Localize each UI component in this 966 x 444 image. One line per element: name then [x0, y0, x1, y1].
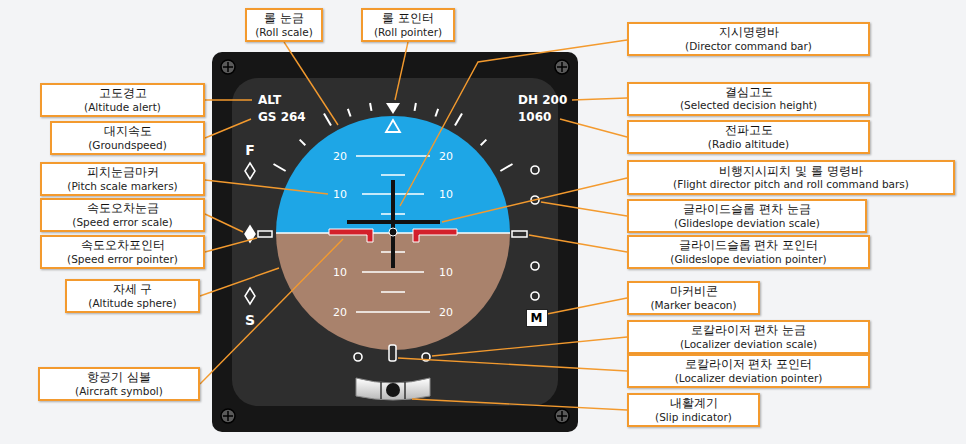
glideslope-deviation-scale: [531, 166, 539, 300]
callout-label-english: (Marker beacon): [650, 299, 736, 311]
callout-box: 대지속도(Groundspeed): [50, 121, 205, 155]
roll-tick: [455, 113, 462, 125]
speed-scale-letter: S: [245, 313, 255, 327]
roll-tick: [348, 109, 351, 117]
callout-label-english: (Speed error scale): [72, 216, 172, 228]
callout-label-english: (Director command bar): [685, 40, 812, 52]
callout-label: 지시명령바: [719, 26, 779, 40]
speed-error-pointer: [258, 231, 272, 237]
speed-scale-letter: F: [245, 143, 255, 157]
roll-tick: [300, 140, 306, 146]
callout-label: 로칼라이저 편차 눈금: [691, 324, 807, 338]
pitch-number: 20: [439, 307, 453, 318]
callout-label: 롤 포인터: [382, 12, 434, 26]
callout-label: 자세 구: [113, 283, 153, 297]
callout-label-english: (Selected decision height): [680, 99, 817, 111]
callout-label: 비행지시피치 및 롤 명령바: [719, 165, 862, 179]
callout-label: 속도오차눈금: [87, 202, 159, 216]
leader-lines: [200, 40, 627, 410]
display-readout: GS 264: [258, 111, 306, 123]
callout-label: 내활계기: [670, 397, 718, 411]
roll-tick: [500, 164, 512, 171]
callout-box: 로칼라이저 편차 포인터(Localizer deviation pointer…: [627, 354, 870, 388]
pitch-number: 10: [439, 189, 453, 200]
callout-label-english: (Radio altitude): [708, 138, 789, 150]
callout-label: 피치눈금마커: [87, 166, 159, 180]
roll-scale: [273, 103, 512, 171]
roll-tick: [370, 103, 371, 111]
callout-label: 롤 눈금: [264, 12, 304, 26]
callout-box: 지시명령바(Director command bar): [627, 22, 870, 56]
callout-label: 속도오차포인터: [81, 239, 165, 253]
display-readout: DH 200: [518, 94, 567, 106]
callout-box: 글라이드슬롭 편차 포인터(Glideslope deviation point…: [627, 235, 870, 269]
callout-label: 고도경고: [99, 87, 147, 101]
bezel-screws: [221, 60, 569, 423]
pitch-number: 20: [333, 151, 347, 162]
callout-label-english: (Altitude alert): [84, 101, 161, 113]
callout-label-english: (Aircraft symbol): [75, 385, 163, 397]
localizer-deviation-pointer: [389, 345, 396, 361]
callout-box: 로칼라이저 편차 눈금(Localizer deviation scale): [627, 320, 870, 354]
callout-box: 전파고도(Radio altitude): [627, 120, 870, 154]
roll-tick: [415, 103, 416, 111]
instrument-bezel: [212, 52, 578, 432]
callout-label: 대지속도: [104, 125, 152, 139]
roll-tick: [324, 113, 331, 125]
roll-tick: [435, 109, 438, 117]
pitch-number: 20: [439, 151, 453, 162]
callout-label-english: (Localizer deviation scale): [680, 338, 817, 350]
callout-label: M: [531, 312, 543, 324]
aircraft-symbol: [329, 228, 457, 242]
callout-label: 마커비콘: [670, 285, 718, 299]
roll-tick: [273, 164, 285, 171]
pitch-number: 20: [333, 307, 347, 318]
callout-label-english: (Roll pointer): [374, 26, 442, 38]
callout-label-english: (Slip indicator): [655, 411, 732, 423]
callout-label: 글라이드슬롭 편차 포인터: [679, 239, 819, 253]
callout-label-english: (Pitch scale markers): [67, 180, 177, 192]
callout-box: 비행지시피치 및 롤 명령바(Flight director pitch and…: [627, 160, 955, 195]
callout-label-english: (Roll scale): [255, 26, 313, 38]
callout-label: 전파고도: [725, 124, 773, 138]
callout-label-english: (Speed error pointer): [67, 253, 178, 265]
glideslope-deviation-pointer: [512, 231, 527, 237]
callout-box: 자세 구(Altitude sphere): [65, 279, 200, 313]
callout-label-english: (Glideslope deviation pointer): [670, 253, 826, 265]
attitude-sphere: [270, 110, 520, 358]
pitch-number: 10: [333, 189, 347, 200]
callout-box: 결심고도(Selected decision height): [627, 82, 870, 116]
callout-box: 항공기 심볼(Aircraft symbol): [38, 367, 200, 401]
display-readout: ALT: [258, 94, 281, 106]
callout-label: 글라이드슬롭 편차 눈금: [683, 203, 811, 217]
instrument-face: [232, 78, 558, 406]
callout-box: 피치눈금마커(Pitch scale markers): [40, 162, 205, 196]
display-readout: 1060: [518, 111, 551, 123]
flight-director-roll-bar: [347, 220, 440, 224]
callout-box: 속도오차포인터(Speed error pointer): [40, 235, 205, 269]
roll-pointer: [386, 103, 400, 114]
pitch-number: 10: [439, 267, 453, 278]
marker-beacon-indicator: M: [526, 309, 548, 327]
callout-box: 속도오차눈금(Speed error scale): [40, 198, 205, 232]
roll-index: [386, 120, 400, 132]
callout-box: 롤 포인터(Roll pointer): [361, 8, 455, 42]
callout-box: 내활계기(Slip indicator): [627, 393, 760, 427]
pitch-number: 10: [333, 267, 347, 278]
callout-box: 글라이드슬롭 편차 눈금(Glideslope deviation scale): [627, 199, 867, 233]
callout-label: 항공기 심볼: [87, 371, 151, 385]
callout-label-english: (Localizer deviation pointer): [675, 372, 823, 384]
roll-tick: [481, 140, 487, 146]
callout-label-english: (Groundspeed): [88, 139, 167, 151]
slip-indicator: [356, 378, 430, 400]
callout-box: 마커비콘(Marker beacon): [627, 281, 760, 315]
callout-label-english: (Flight director pitch and roll command …: [673, 178, 909, 190]
callout-label: 결심고도: [725, 86, 773, 100]
callout-label-english: (Glideslope deviation scale): [674, 217, 820, 229]
callout-label-english: (Altitude sphere): [88, 297, 176, 309]
callout-box: 고도경고(Altitude alert): [40, 83, 205, 117]
callout-label: 로칼라이저 편차 포인터: [685, 358, 813, 372]
callout-box: 롤 눈금(Roll scale): [245, 8, 323, 42]
